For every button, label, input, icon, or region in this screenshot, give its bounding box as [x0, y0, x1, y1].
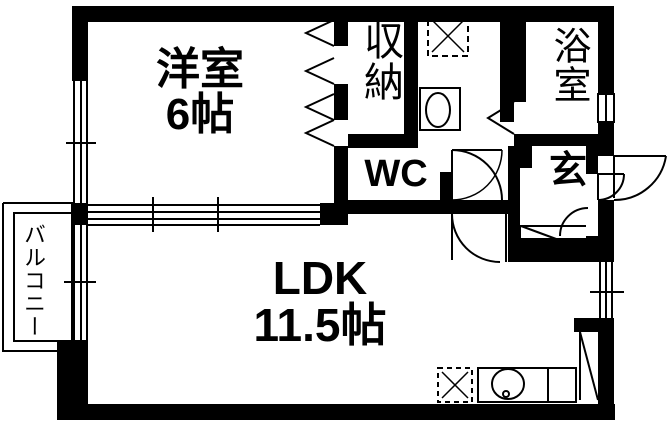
- washroom-swing-door[interactable]: [452, 136, 504, 148]
- room-size-ldk: 11.5帖: [253, 298, 387, 351]
- genkan-lower-arc: [559, 207, 589, 237]
- interior-walls: [320, 6, 614, 332]
- room-label-balcony: バルコニー: [21, 222, 46, 338]
- room-label-genkan: 玄: [548, 150, 587, 192]
- room-label-wc: WC: [364, 153, 428, 195]
- window-ldk-left: [64, 225, 96, 341]
- entrance-front-door[interactable]: [598, 155, 667, 202]
- window-ldk-right: [590, 262, 624, 318]
- window-yoshitsu-left: [66, 81, 96, 205]
- stove-space: [437, 367, 473, 403]
- wash-basin: [419, 87, 461, 131]
- kitchen-sink-counter: [477, 367, 577, 403]
- wc-swing-door[interactable]: [440, 148, 503, 201]
- bath-folding-door[interactable]: [486, 101, 526, 135]
- room-name-yoshitsu: 洋室: [156, 45, 244, 94]
- ldk-storage-door: [579, 331, 599, 401]
- room-name-ldk: LDK: [272, 252, 368, 304]
- room-label-shuno: 収納: [358, 20, 402, 102]
- genkan-shoe-cabinet: [586, 173, 625, 201]
- closet-folding-doors[interactable]: [303, 19, 348, 147]
- room-label-yokushitsu: 浴室: [547, 26, 589, 104]
- ldk-swing-door[interactable]: [451, 213, 507, 263]
- sliding-partition-yoshitsu-ldk: [88, 197, 320, 232]
- outer-walls: [57, 6, 615, 420]
- window-bath-right: [597, 93, 615, 123]
- washing-machine-space: [427, 15, 469, 57]
- genkan-interior-door[interactable]: [519, 225, 587, 251]
- room-size-yoshitsu: 6帖: [165, 89, 235, 139]
